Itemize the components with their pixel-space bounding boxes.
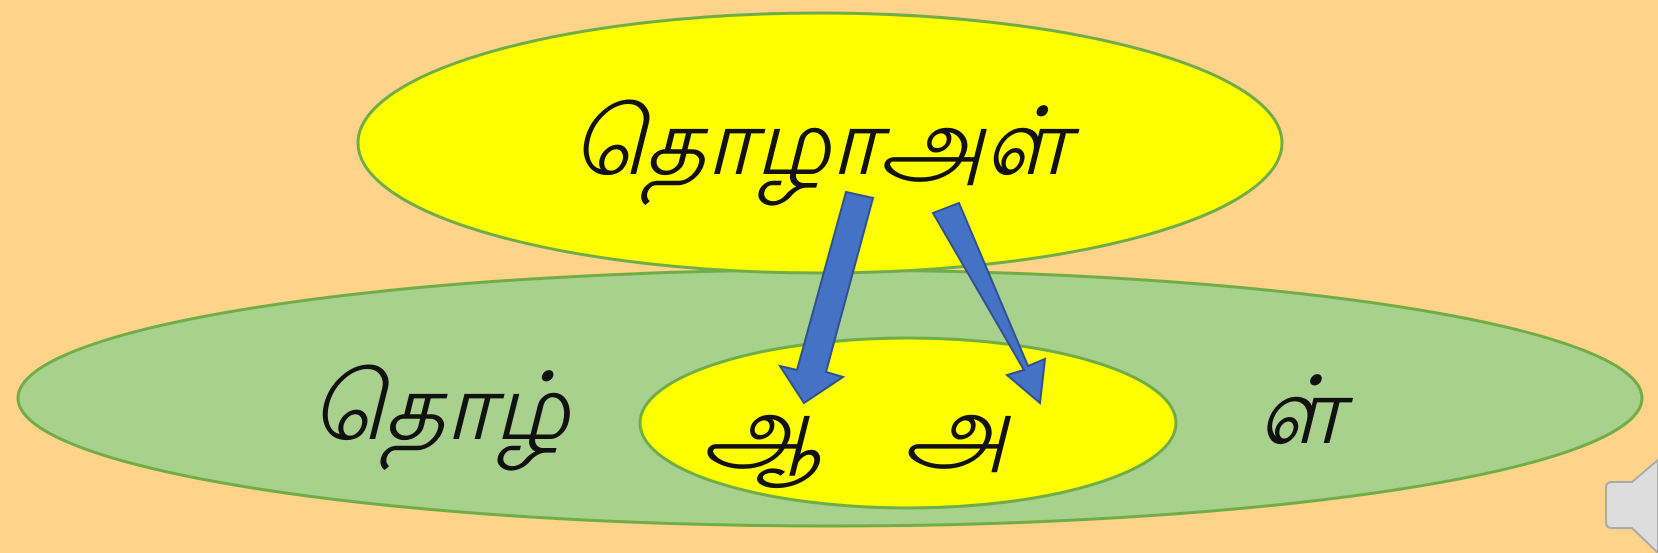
right-down-arrow: [931, 201, 1047, 405]
inner-left-letter: ஆ: [702, 375, 822, 484]
left-down-arrow: [777, 190, 875, 405]
top-word: தொழாஅள்: [571, 88, 1069, 197]
speaker-icon[interactable]: [1605, 458, 1658, 553]
inner-right-letter: அ: [903, 375, 1009, 484]
bottom-left-word: தொழ்: [310, 353, 570, 462]
bottom-right-word: ள்: [1257, 357, 1343, 466]
top-yellow-ellipse: [356, 11, 1284, 275]
